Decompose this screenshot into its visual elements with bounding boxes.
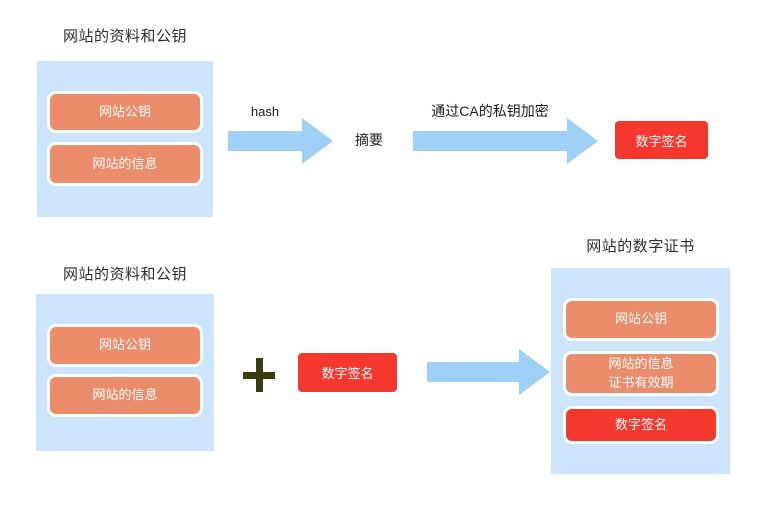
hash-arrow-body xyxy=(228,131,302,151)
plus-icon-vertical-bar xyxy=(256,358,263,392)
combine-arrow-head-icon xyxy=(519,349,550,395)
certificate-info-line1: 网站的信息 xyxy=(608,356,674,372)
bottom-signature-label: 数字签名 xyxy=(321,366,374,381)
bottom-public-key-label: 网站公钥 xyxy=(98,337,151,353)
encrypt-arrow-body xyxy=(413,131,567,151)
certificate-panel: 网站公钥 网站的信息 证书有效期 数字签名 xyxy=(551,268,730,474)
top-public-key-box: 网站公钥 xyxy=(47,91,203,133)
bottom-source-title: 网站的资料和公钥 xyxy=(62,266,187,283)
certificate-public-key-box: 网站公钥 xyxy=(563,298,719,341)
bottom-public-key-box: 网站公钥 xyxy=(47,324,203,367)
bottom-signature-box: 数字签名 xyxy=(298,353,397,392)
certificate-public-key-label: 网站公钥 xyxy=(614,311,667,327)
combine-arrow-body xyxy=(427,362,519,382)
bottom-source-panel: 网站公钥 网站的信息 xyxy=(36,294,214,451)
certificate-title: 网站的数字证书 xyxy=(586,238,695,255)
top-source-panel: 网站公钥 网站的信息 xyxy=(37,61,213,217)
top-public-key-label: 网站公钥 xyxy=(98,103,151,119)
hash-arrow-label: hash xyxy=(250,104,280,119)
top-signature-label: 数字签名 xyxy=(635,133,688,149)
encrypt-arrow-head-icon xyxy=(567,118,598,164)
top-source-title: 网站的资料和公钥 xyxy=(62,28,187,45)
digest-label: 摘要 xyxy=(355,132,383,148)
certificate-signature-label: 数字签名 xyxy=(614,416,667,432)
certificate-info-box: 网站的信息 证书有效期 xyxy=(563,351,719,396)
hash-arrow-head-icon xyxy=(302,118,333,164)
top-signature-box: 数字签名 xyxy=(615,121,708,159)
top-site-info-label: 网站的信息 xyxy=(92,155,158,171)
certificate-info-line2: 证书有效期 xyxy=(608,374,674,390)
bottom-site-info-label: 网站的信息 xyxy=(92,387,158,403)
encrypt-arrow-label: 通过CA的私钥加密 xyxy=(431,103,549,119)
certificate-signature-box: 数字签名 xyxy=(563,406,719,444)
bottom-site-info-box: 网站的信息 xyxy=(47,374,203,417)
top-site-info-box: 网站的信息 xyxy=(47,142,203,186)
